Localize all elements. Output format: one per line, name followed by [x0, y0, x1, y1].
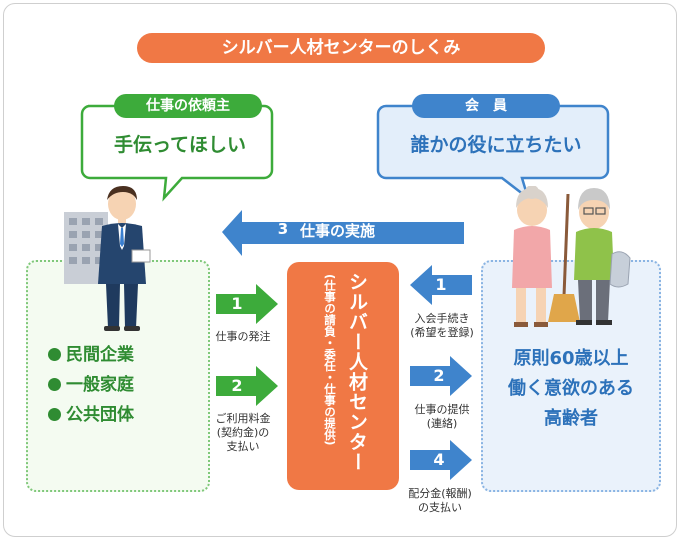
arrow-payment — [216, 366, 278, 406]
member-speech-text: 誰かの役に立ちたい — [410, 134, 582, 156]
bullet-icon — [48, 408, 61, 421]
bullet-icon — [48, 348, 61, 361]
flow-top-number: 3 — [277, 220, 289, 238]
flow-left2-caption-3: 支払い — [226, 440, 260, 453]
client-speech-bubble — [80, 104, 274, 202]
member-speech-bubble — [376, 104, 610, 202]
businessman-icon — [98, 186, 151, 331]
bullet-icon — [48, 378, 61, 391]
member-line-3: 高齢者 — [544, 408, 598, 429]
member-line-2: 働く意欲のある — [508, 378, 634, 399]
arrow-distribution — [410, 440, 472, 480]
flow-right2-number: 2 — [433, 366, 445, 385]
client-item-private-company: 民間企業 — [48, 340, 134, 365]
arrow-order-work — [216, 284, 278, 324]
client-label: 仕事の依頼主 — [114, 94, 262, 118]
flow-right4-caption-2: の支払い — [418, 501, 462, 514]
client-speech-text: 手伝ってほしい — [113, 134, 247, 156]
flow-right2-caption-2: (連絡) — [426, 417, 458, 430]
client-item-household: 一般家庭 — [48, 370, 134, 395]
silver-center-box — [287, 262, 399, 490]
center-name: シルバー人材センター — [346, 272, 368, 472]
diagram-title: シルバー人材センターのしくみ — [137, 33, 545, 63]
arrow-provide-work — [410, 356, 472, 396]
flow-left2-caption-1: ご利用料金 — [215, 412, 271, 425]
member-label: 会 員 — [412, 94, 560, 118]
center-subtitle: (仕事の請負・委任・仕事の提供) — [323, 274, 337, 446]
flow-top-label: 仕事の実施 — [300, 222, 376, 240]
flow-right1-caption-2: (希望を登録) — [410, 326, 474, 339]
flow-right4-number: 4 — [433, 450, 445, 469]
flow-left1-number: 1 — [231, 294, 243, 313]
flow-right2-caption-1: 仕事の提供 — [414, 403, 470, 416]
arrow-membership — [410, 265, 472, 305]
flow-left2-number: 2 — [231, 376, 243, 395]
flow-left2-caption-2: (契約金)の — [216, 426, 270, 439]
flow-right1-caption-1: 入会手続き — [414, 312, 470, 325]
elderly-couple-icon — [512, 186, 631, 327]
client-item-public-body: 公共団体 — [48, 400, 134, 425]
flow-left1-caption: 仕事の発注 — [215, 330, 271, 343]
flow-right4-caption-1: 配分金(報酬) — [408, 487, 472, 500]
flow-right1-number: 1 — [435, 275, 447, 294]
member-line-1: 原則60歳以上 — [513, 348, 629, 369]
arrow-work-execution — [222, 210, 464, 256]
